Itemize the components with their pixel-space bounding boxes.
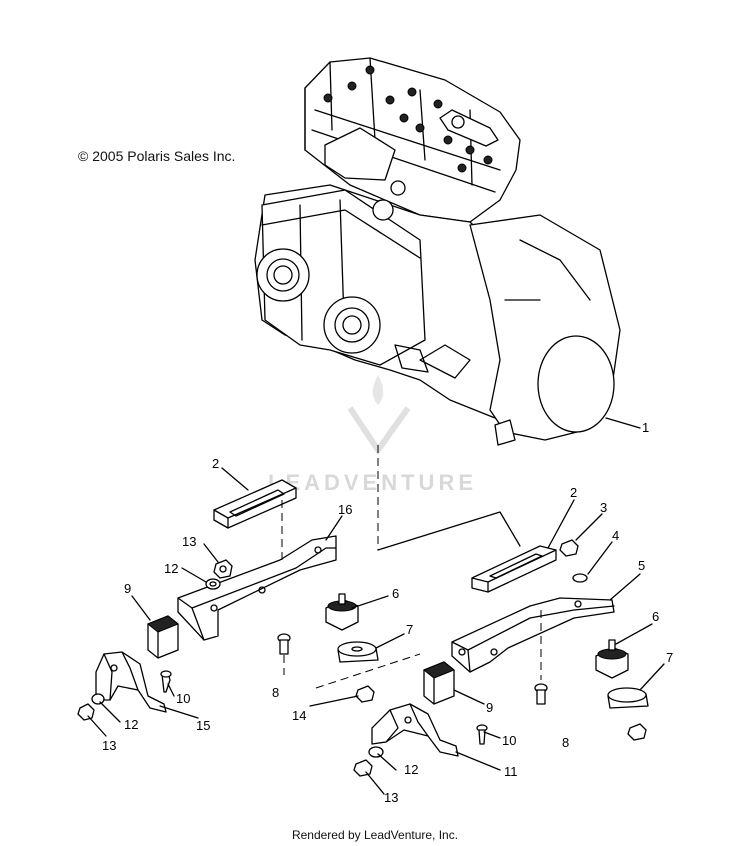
callout-2-left: 2 <box>212 456 219 471</box>
part-6-cushion-mount <box>595 639 629 679</box>
callout-4: 4 <box>612 528 619 543</box>
part-14-nut <box>355 685 375 703</box>
part-12-washer <box>205 578 221 590</box>
part-10-bolt <box>476 724 488 745</box>
callout-11: 11 <box>504 764 518 779</box>
leader-lines <box>87 417 665 795</box>
part-4-washer <box>572 573 588 583</box>
callout-12-lower-right: 12 <box>404 762 418 777</box>
callout-1: 1 <box>642 420 649 435</box>
callout-10-left: 10 <box>176 691 190 706</box>
callout-2-right: 2 <box>570 485 577 500</box>
callout-12-upper: 12 <box>164 561 178 576</box>
callout-16: 16 <box>338 502 352 517</box>
callout-labels: 1 2 2 3 4 5 6 6 7 7 8 8 9 9 10 10 11 12 … <box>102 420 673 805</box>
callout-8-left: 8 <box>272 685 279 700</box>
part-nut <box>627 723 647 741</box>
part-12-washer <box>368 746 384 758</box>
part-7-spacer <box>607 687 649 709</box>
watermark: LEADVENTURE <box>268 470 478 495</box>
callout-9-right: 9 <box>486 700 493 715</box>
callout-7-right: 7 <box>666 650 673 665</box>
part-9-rubber-mount <box>423 661 455 705</box>
part-6-cushion-mount <box>325 593 359 631</box>
callout-8-right: 8 <box>562 735 569 750</box>
assembly-lines <box>281 445 542 689</box>
callout-6-left: 6 <box>392 586 399 601</box>
part-16-bracket <box>177 535 337 641</box>
callout-14: 14 <box>292 708 306 723</box>
callout-3: 3 <box>600 500 607 515</box>
callout-6-right: 6 <box>652 609 659 624</box>
callout-12-lower-left: 12 <box>124 717 138 732</box>
part-13-nut <box>77 703 95 721</box>
engine-assembly <box>254 57 621 446</box>
copyright-notice: © 2005 Polaris Sales Inc. <box>78 148 236 164</box>
callout-7-left: 7 <box>406 622 413 637</box>
part-5-bracket <box>451 597 615 673</box>
callout-10-right: 10 <box>502 733 516 748</box>
part-2-right-plate <box>471 545 557 593</box>
callout-5: 5 <box>638 558 645 573</box>
part-2-left-plate <box>213 479 297 529</box>
part-9-rubber-mount <box>147 615 179 659</box>
callout-13-lower-left: 13 <box>102 738 116 753</box>
part-3-nut <box>559 539 579 557</box>
watermark-logo-icon <box>347 375 411 456</box>
part-10-bolt <box>160 670 172 693</box>
part-8-bolt <box>277 633 291 655</box>
callout-15: 15 <box>196 718 210 733</box>
part-12-washer <box>91 693 105 705</box>
part-7-spacer <box>337 641 379 663</box>
callout-9-left: 9 <box>124 581 131 596</box>
footer-credit: Rendered by LeadVenture, Inc. <box>291 828 459 842</box>
part-15-stand-bracket <box>95 651 167 713</box>
callout-13-lower-right: 13 <box>384 790 398 805</box>
part-11-stand-bracket <box>371 703 459 757</box>
part-13-nut <box>353 759 373 777</box>
callout-13-upper: 13 <box>182 534 196 549</box>
part-13-nut <box>213 559 233 579</box>
part-8-bolt <box>534 683 548 705</box>
